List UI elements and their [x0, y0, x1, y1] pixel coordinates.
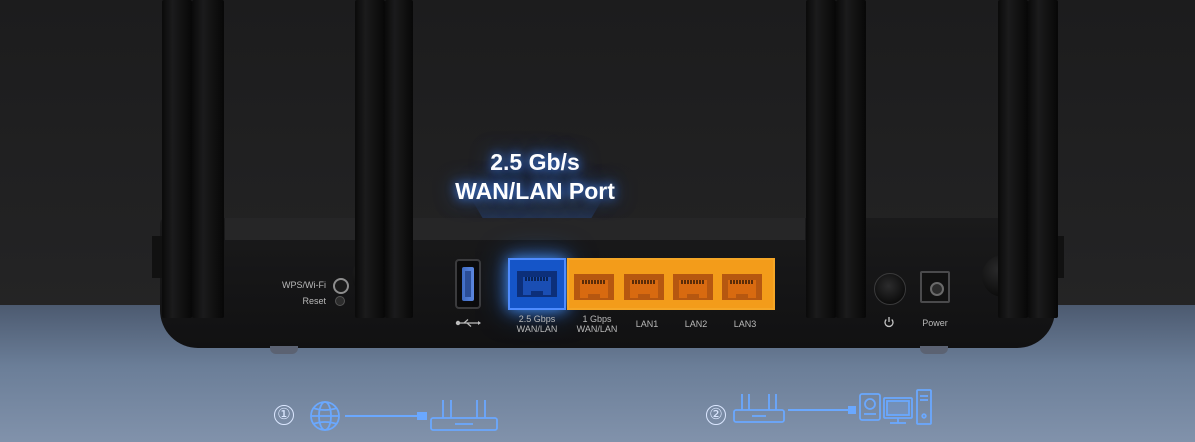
antenna — [192, 0, 224, 318]
router-top-edge — [225, 218, 805, 240]
power-label: Power — [922, 318, 948, 328]
wan-2-5g-label-speed: 2.5 Gbps — [518, 314, 556, 324]
lan2-port[interactable] — [673, 274, 713, 300]
lan3-port[interactable] — [722, 274, 762, 300]
antenna — [836, 0, 866, 318]
printer-icon — [859, 393, 881, 421]
step-2-number: ② — [706, 405, 726, 425]
diagram-1 — [310, 400, 498, 431]
left-side-tab — [152, 236, 164, 278]
usb-port[interactable] — [455, 259, 481, 309]
monitor-icon — [883, 397, 913, 424]
cable-icon — [345, 412, 427, 420]
antenna — [806, 0, 836, 318]
router-foot — [920, 346, 948, 354]
wan-2-5g-port[interactable] — [508, 258, 566, 310]
wan-1g-label-speed: 1 Gbps — [582, 314, 612, 324]
lan3-label: LAN3 — [733, 319, 757, 329]
wan-1g-label-type: WAN/LAN — [576, 324, 618, 334]
wan-1g-port[interactable] — [574, 274, 614, 300]
reset-label: Reset — [302, 296, 326, 306]
router-icon — [430, 400, 498, 431]
ethernet-port-strip — [567, 258, 775, 310]
antenna — [1028, 0, 1058, 318]
reset-button[interactable] — [335, 296, 345, 306]
diagram-2 — [733, 389, 932, 425]
wps-label: WPS/Wi-Fi — [282, 280, 326, 290]
usb-icon — [455, 319, 481, 327]
power-button[interactable] — [874, 273, 906, 305]
wps-wifi-button[interactable] — [333, 278, 349, 294]
lan1-port[interactable] — [624, 274, 664, 300]
headline-line-1: 2.5 Gb/s — [490, 149, 580, 175]
antenna — [998, 0, 1028, 318]
power-symbol-icon — [884, 317, 894, 328]
power-jack[interactable] — [920, 271, 950, 303]
lan2-label: LAN2 — [684, 319, 708, 329]
step-1-number: ① — [274, 405, 294, 425]
cable-icon — [788, 406, 856, 414]
wan-2-5g-label-type: WAN/LAN — [516, 324, 558, 334]
router-icon — [733, 394, 785, 423]
pc-tower-icon — [916, 389, 932, 425]
antenna — [355, 0, 385, 318]
headline-line-2: WAN/LAN Port — [455, 178, 615, 204]
antenna — [385, 0, 413, 318]
lan1-label: LAN1 — [635, 319, 659, 329]
globe-icon — [310, 401, 340, 431]
antenna — [162, 0, 192, 318]
router-foot — [270, 346, 298, 354]
headline-callout: 2.5 Gb/s WAN/LAN Port — [420, 148, 650, 206]
